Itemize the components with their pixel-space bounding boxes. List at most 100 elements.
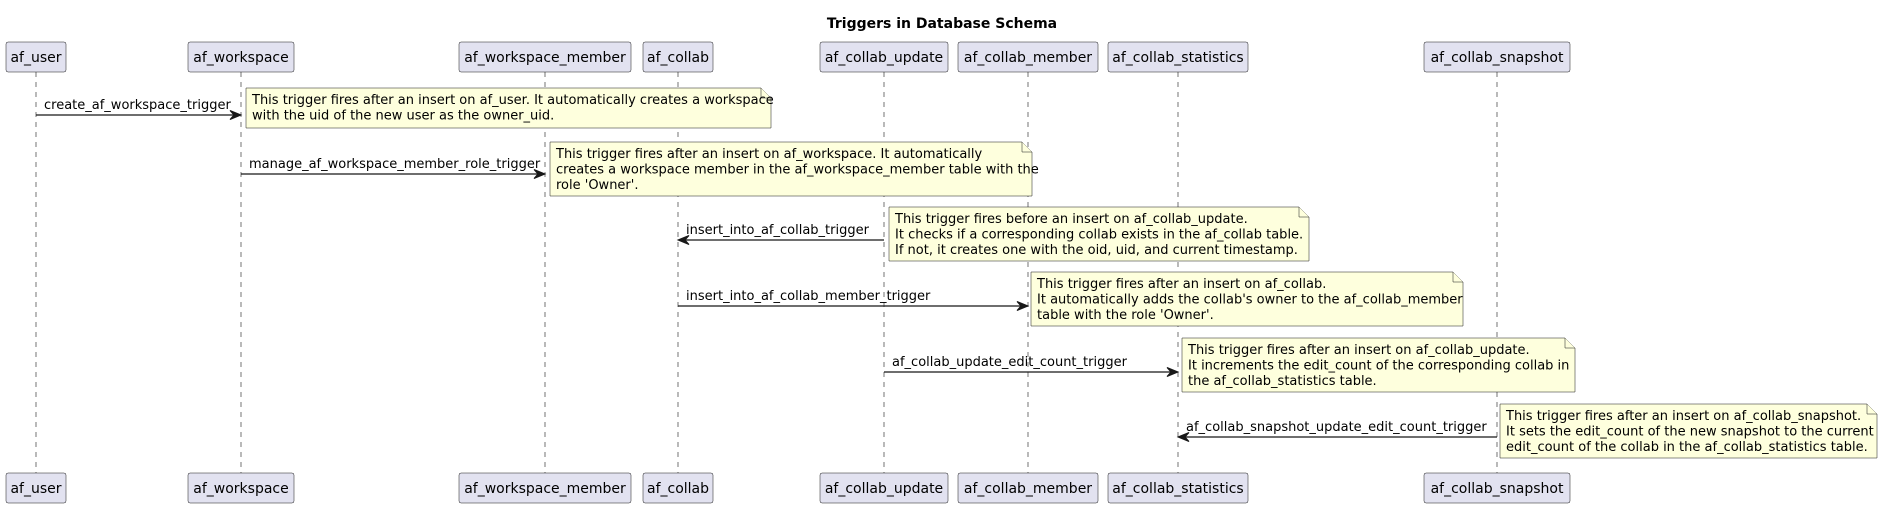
note-6: This trigger fires after an insert on af… xyxy=(1499,403,1878,459)
note-text-line: It sets the edit_count of the new snapsh… xyxy=(1506,425,1874,440)
note-fold xyxy=(760,88,771,99)
message-2: manage_af_workspace_member_role_trigger T… xyxy=(241,141,1039,197)
note-fold xyxy=(1298,207,1309,218)
participant-af_collab_update-bottom: af_collab_update xyxy=(819,472,949,504)
message-label: af_collab_snapshot_update_edit_count_tri… xyxy=(1186,420,1487,435)
participant-label: af_workspace xyxy=(193,50,288,66)
participant-af_workspace-bottom: af_workspace xyxy=(187,472,295,504)
participant-af_workspace-top: af_workspace xyxy=(187,41,295,73)
note-3: This trigger fires before an insert on a… xyxy=(888,206,1310,262)
note-text-line: This trigger fires before an insert on a… xyxy=(894,212,1248,227)
note-fold xyxy=(1021,142,1032,153)
message-label: af_collab_update_edit_count_trigger xyxy=(892,355,1128,370)
participant-af_collab_statistics-bottom: af_collab_statistics xyxy=(1107,472,1249,504)
participant-box xyxy=(1423,41,1571,73)
participant-box xyxy=(1423,472,1571,504)
message-label: insert_into_af_collab_trigger xyxy=(686,223,870,238)
note-box xyxy=(1499,403,1878,459)
note-text-line: This trigger fires after an insert on af… xyxy=(1187,343,1530,358)
note-text-line: role 'Owner'. xyxy=(556,178,638,193)
message-label: manage_af_workspace_member_role_trigger xyxy=(249,157,541,172)
participant-label: af_user xyxy=(10,481,61,497)
participant-label: af_collab_statistics xyxy=(1112,50,1243,66)
diagram-title: Triggers in Database Schema xyxy=(827,16,1057,32)
note-text-line: This trigger fires after an insert on af… xyxy=(251,93,774,108)
note-text-line: It checks if a corresponding collab exis… xyxy=(895,228,1303,243)
participant-box xyxy=(819,41,949,73)
note-box xyxy=(1030,271,1464,327)
message-label: create_af_workspace_trigger xyxy=(44,98,231,113)
note-text-line: creates a workspace member in the af_wor… xyxy=(556,163,1039,178)
participant-label: af_collab_update xyxy=(825,481,943,497)
note-text-line: It increments the edit_count of the corr… xyxy=(1188,359,1569,374)
participant-af_collab_member-bottom: af_collab_member xyxy=(957,472,1099,504)
participant-label: af_workspace_member xyxy=(464,481,626,497)
note-box xyxy=(1181,337,1576,393)
note-text-line: If not, it creates one with the oid, uid… xyxy=(895,243,1298,258)
note-text-line: edit_count of the collab in the af_colla… xyxy=(1506,440,1868,455)
participant-box xyxy=(642,41,714,73)
note-text-line: with the uid of the new user as the owne… xyxy=(252,109,554,124)
participant-label: af_user xyxy=(10,50,61,66)
note-fold xyxy=(1452,272,1463,283)
participant-box xyxy=(819,472,949,504)
note-text-line: the af_collab_statistics table. xyxy=(1188,374,1377,389)
note-box xyxy=(245,87,772,129)
note-text-line: This trigger fires after an insert on af… xyxy=(1036,277,1326,292)
participant-af_user-bottom: af_user xyxy=(5,472,67,504)
participant-label: af_collab_update xyxy=(825,50,943,66)
note-text-line: This trigger fires after an insert on af… xyxy=(555,147,983,162)
note-4: This trigger fires after an insert on af… xyxy=(1030,271,1464,327)
note-text-line: table with the role 'Owner'. xyxy=(1037,308,1214,323)
arrowhead xyxy=(533,169,547,179)
note-box xyxy=(549,141,1033,197)
note-text-line: It automatically adds the collab's owner… xyxy=(1037,293,1463,308)
arrowhead xyxy=(1176,432,1190,442)
participant-label: af_workspace_member xyxy=(464,50,626,66)
participant-label: af_collab xyxy=(647,50,709,66)
participant-box xyxy=(642,472,714,504)
note-2: This trigger fires after an insert on af… xyxy=(549,141,1039,197)
participant-af_collab_update-top: af_collab_update xyxy=(819,41,949,73)
note-fold xyxy=(1564,338,1575,349)
participant-box xyxy=(1107,41,1249,73)
message-5: af_collab_update_edit_count_trigger This … xyxy=(884,337,1576,393)
note-5: This trigger fires after an insert on af… xyxy=(1181,337,1576,393)
note-text-line: This trigger fires after an insert on af… xyxy=(1505,409,1861,424)
participant-af_user-top: af_user xyxy=(5,41,67,73)
note-fold xyxy=(1866,404,1877,415)
participant-label: af_collab_statistics xyxy=(1112,481,1243,497)
arrowhead xyxy=(1166,367,1180,377)
participant-af_collab-bottom: af_collab xyxy=(642,472,714,504)
participant-box xyxy=(957,41,1099,73)
participant-af_collab_statistics-top: af_collab_statistics xyxy=(1107,41,1249,73)
message-1: create_af_workspace_trigger This trigger … xyxy=(36,87,774,129)
participant-af_workspace_member-top: af_workspace_member xyxy=(458,41,632,73)
participant-label: af_collab_member xyxy=(964,481,1092,497)
participant-af_collab_member-top: af_collab_member xyxy=(957,41,1099,73)
participant-box xyxy=(1107,472,1249,504)
arrowhead xyxy=(1016,301,1030,311)
participant-label: af_collab_snapshot xyxy=(1431,481,1564,497)
message-label: insert_into_af_collab_member_trigger xyxy=(686,289,931,304)
arrowhead xyxy=(229,110,243,120)
message-4: insert_into_af_collab_member_trigger This… xyxy=(678,271,1464,327)
participant-label: af_collab_member xyxy=(964,50,1092,66)
participant-box xyxy=(5,472,67,504)
participant-box xyxy=(5,41,67,73)
note-1: This trigger fires after an insert on af… xyxy=(245,87,774,129)
message-6: af_collab_snapshot_update_edit_count_tri… xyxy=(1176,403,1878,459)
participant-box xyxy=(957,472,1099,504)
participant-af_workspace_member-bottom: af_workspace_member xyxy=(458,472,632,504)
arrowhead xyxy=(676,235,690,245)
participant-af_collab-top: af_collab xyxy=(642,41,714,73)
participant-label: af_collab xyxy=(647,481,709,497)
participant-box xyxy=(458,472,632,504)
message-3: insert_into_af_collab_trigger This trigge… xyxy=(676,206,1310,262)
participant-label: af_collab_snapshot xyxy=(1431,50,1564,66)
participant-box xyxy=(187,472,295,504)
participant-label: af_workspace xyxy=(193,481,288,497)
note-box xyxy=(888,206,1310,262)
